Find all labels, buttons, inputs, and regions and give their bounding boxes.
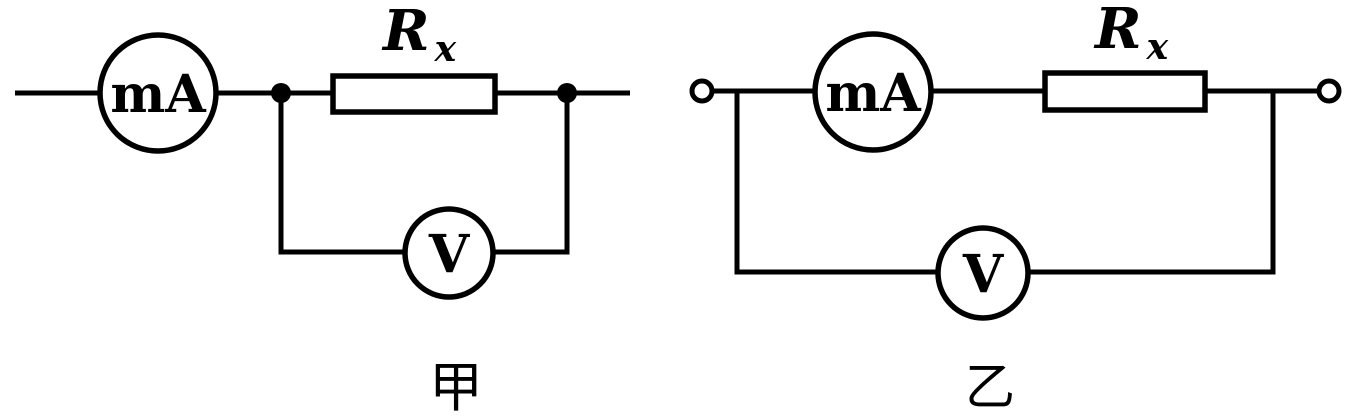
jia-milliammeter-body — [97, 32, 219, 154]
jia-junction-dot-left — [271, 83, 291, 103]
jia-voltmeter-label: V — [428, 224, 471, 285]
jia-junction-dot-right — [557, 83, 577, 103]
yi-caption: 乙 — [965, 358, 1015, 416]
yi-voltmeter-body — [935, 225, 1031, 321]
yi-resistor-label-main: R — [1093, 0, 1142, 62]
jia-resistor-body — [330, 73, 498, 115]
jia-resistor-label: R x — [381, 0, 457, 70]
jia-caption: 甲 — [429, 356, 483, 419]
yi-resistor-label: R x — [1093, 0, 1169, 68]
jia-resistor-label-main: R — [381, 0, 430, 64]
jia-milliammeter-label: mA — [110, 64, 206, 125]
yi-milliammeter-label: mA — [825, 63, 921, 124]
yi-terminal-left — [689, 78, 715, 104]
yi-terminal-right — [1316, 78, 1342, 104]
jia-voltmeter-body — [402, 206, 496, 300]
jia-resistor-label-sub: x — [434, 28, 457, 70]
yi-circuit: mA R x V 乙 — [689, 0, 1342, 416]
yi-milliammeter-body — [812, 31, 934, 153]
yi-resistor-body — [1042, 70, 1208, 113]
yi-resistor-label-sub: x — [1146, 26, 1169, 68]
jia-circuit: mA R x V 甲 — [15, 0, 630, 419]
yi-voltmeter-label: V — [962, 244, 1005, 305]
